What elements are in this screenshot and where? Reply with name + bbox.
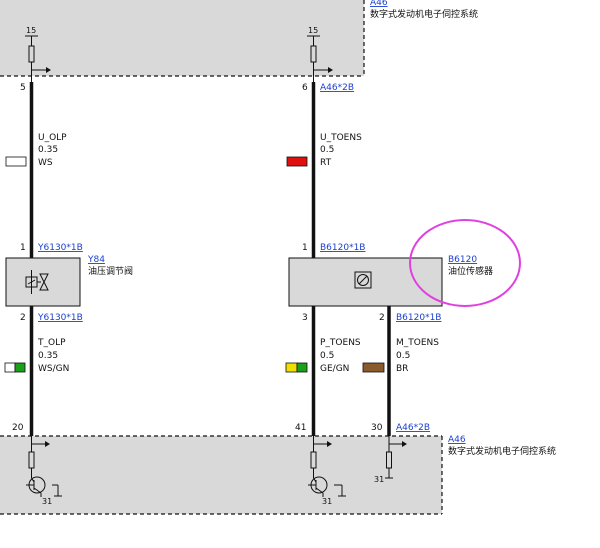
y84-box <box>5 257 81 307</box>
wire-signal: T_OLP <box>37 338 66 348</box>
valve-icon <box>25 270 49 294</box>
arrow-right-icon <box>45 441 50 447</box>
wire-color-swatch <box>14 362 26 373</box>
wire-signal: M_TOENS <box>396 338 439 348</box>
wire-color-swatch <box>4 362 16 373</box>
bottom-pin-left: 20 <box>12 423 24 433</box>
top-fuse-right: 15 <box>307 26 333 82</box>
wire-gauge: 0.35 <box>38 351 58 361</box>
wire-gauge: 0.5 <box>396 351 410 361</box>
wire-color-code: WS <box>38 158 53 168</box>
wire-label-t-olp: T_OLP 0.35 WS/GN <box>4 338 69 374</box>
top-module-label[interactable]: A46 <box>370 0 388 8</box>
arrow-right-icon <box>402 441 407 447</box>
wire-color-swatch <box>5 156 27 167</box>
wire-color-code: WS/GN <box>38 364 69 374</box>
wire-gauge: 0.5 <box>320 145 334 155</box>
y84-connector-top[interactable]: Y6130*1B <box>37 243 83 253</box>
arrow-right-icon <box>327 441 332 447</box>
top-module-description: 数字式发动机电子伺控系统 <box>370 8 478 20</box>
wire-color-code: RT <box>320 158 332 168</box>
wire-gauge: 0.5 <box>320 351 334 361</box>
fuse-label: 15 <box>26 26 36 35</box>
b6120-connector-top[interactable]: B6120*1B <box>320 243 365 253</box>
arrow-right-icon <box>328 67 333 73</box>
b6120-pin-bottom-left: 3 <box>302 313 308 323</box>
bottom-pin-mid: 41 <box>295 423 306 433</box>
wires <box>29 82 391 438</box>
y84-pin-bottom: 2 <box>20 313 26 323</box>
bottom-module: 20 41 30 A46*2B A46 数字式发动机电子伺控系统 31 <box>0 423 556 515</box>
top-pin-left: 5 <box>20 83 26 93</box>
bottom-connector-right[interactable]: A46*2B <box>396 423 430 433</box>
top-fuse-left: 15 <box>25 26 51 82</box>
wire-color-code: GE/GN <box>320 364 349 374</box>
wire-label-u-olp: U_OLP 0.35 WS <box>5 133 67 168</box>
component-y84[interactable]: 1 Y6130*1B Y84 油压调节阀 2 Y6130*1B <box>5 243 133 323</box>
wire-signal: U_TOENS <box>320 133 362 143</box>
bottom-module-label[interactable]: A46 <box>448 435 466 445</box>
b6120-connector-bottom[interactable]: B6120*1B <box>396 313 441 323</box>
wire-color-swatch <box>285 362 298 373</box>
b6120-pin-bottom-right: 2 <box>379 313 385 323</box>
highlight-circle <box>409 219 521 307</box>
b6120-pin-top: 1 <box>302 243 308 253</box>
y84-name: 油压调节阀 <box>88 265 133 277</box>
wire-signal: U_OLP <box>38 133 67 143</box>
bottom-circuit-right: 31 <box>374 436 407 484</box>
component-b6120[interactable]: 1 B6120*1B B6120 油位传感器 3 2 B6120*1B <box>288 243 493 323</box>
top-module-box <box>0 0 364 76</box>
top-connector-right[interactable]: A46*2B <box>320 83 354 93</box>
y84-connector-bottom[interactable]: Y6130*1B <box>37 313 83 323</box>
y84-id[interactable]: Y84 <box>87 255 105 265</box>
fuse-label: 15 <box>308 26 318 35</box>
wire-signal: P_TOENS <box>320 338 361 348</box>
wire-color-swatch <box>362 362 385 373</box>
bottom-module-box <box>0 436 442 514</box>
arrow-right-icon <box>46 67 51 73</box>
wire-gauge: 0.35 <box>38 145 58 155</box>
top-module: A46 数字式发动机电子伺控系统 15 15 5 6 A46*2B <box>0 0 478 93</box>
ground-label: 31 <box>374 475 384 484</box>
b6120-name: 油位传感器 <box>448 265 493 277</box>
b6120-box <box>288 257 443 307</box>
y84-pin-top: 1 <box>20 243 26 253</box>
wire-label-u-toens: U_TOENS 0.5 RT <box>286 133 362 168</box>
bottom-circuit-mid: 31 <box>308 436 346 506</box>
bottom-circuit-left: 31 <box>26 436 62 506</box>
wire-label-p-toens: P_TOENS 0.5 GE/GN <box>285 338 361 374</box>
ground-label: 31 <box>42 497 52 506</box>
ground-label: 31 <box>322 497 332 506</box>
wire-label-m-toens: M_TOENS 0.5 BR <box>362 338 439 374</box>
wire-color-swatch <box>286 156 308 167</box>
top-pin-right: 6 <box>302 83 308 93</box>
wire-color-code: BR <box>396 364 408 374</box>
wire-color-swatch <box>296 362 308 373</box>
bottom-pin-right: 30 <box>371 423 383 433</box>
b6120-id[interactable]: B6120 <box>448 255 477 265</box>
bottom-module-description: 数字式发动机电子伺控系统 <box>448 445 556 457</box>
level-sensor-icon <box>354 271 372 289</box>
